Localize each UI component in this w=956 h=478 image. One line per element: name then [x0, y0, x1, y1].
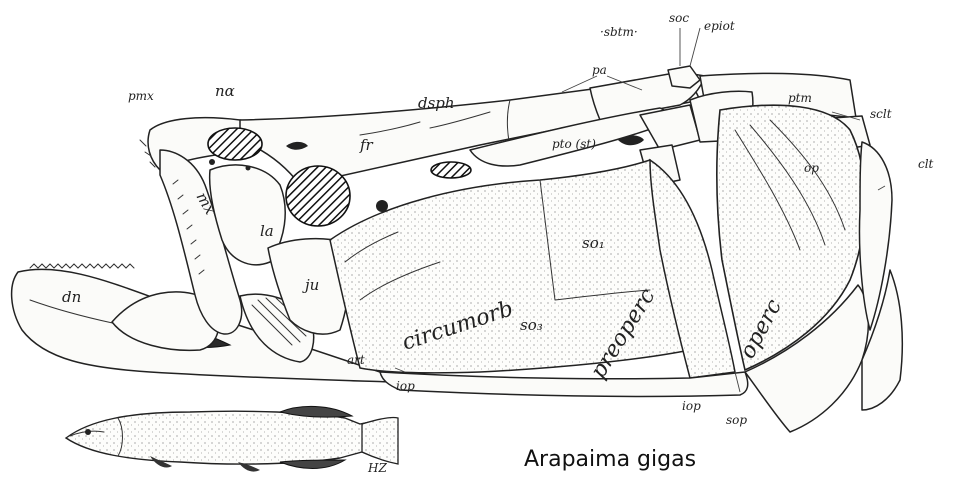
- artist-signature: HZ: [367, 461, 387, 475]
- label-pmx: pmx: [128, 89, 154, 103]
- label-so1: so₁: [582, 234, 605, 252]
- label-iop: iop: [682, 399, 701, 413]
- small-pit-2: [246, 166, 251, 171]
- fish-silhouette: [66, 406, 398, 471]
- label-dsph: dsph: [418, 94, 455, 112]
- label-sclt: sclt: [870, 107, 892, 121]
- label-iop-lower: iop: [396, 379, 415, 393]
- label-sbtm: ·sbtm·: [600, 25, 638, 39]
- circumorbital-plate: [330, 160, 690, 373]
- label-epiot: epiot: [704, 19, 735, 33]
- label-soc: soc: [669, 11, 689, 25]
- sphenotic-opening: [431, 162, 471, 178]
- fish-tail: [362, 417, 398, 464]
- label-so3: so₃: [520, 316, 543, 334]
- skull-drawing: [12, 66, 903, 432]
- label-pa: pa: [592, 63, 607, 77]
- figure-caption: Arapaima gigas: [524, 447, 696, 472]
- label-fr: fr: [359, 136, 374, 154]
- fish-anal-fin: [280, 460, 345, 469]
- fish-eye: [85, 429, 91, 435]
- label-dn: dn: [62, 288, 81, 306]
- orbit-opening: [286, 166, 350, 226]
- dentary-teeth: [30, 264, 134, 268]
- label-pto: pto (st): [552, 137, 596, 151]
- fish-body: [66, 411, 396, 464]
- small-foramen: [376, 200, 388, 212]
- label-clt: clt: [918, 157, 934, 171]
- nasal-opening: [208, 128, 262, 160]
- label-art: art: [347, 353, 365, 367]
- label-op-small: op: [804, 161, 819, 175]
- supraoccipital: [668, 66, 700, 88]
- label-ju: ju: [302, 276, 319, 294]
- label-na: nα: [215, 82, 235, 100]
- label-ptm: ptm: [788, 91, 812, 105]
- small-pit-1: [209, 159, 215, 165]
- label-la: la: [260, 222, 274, 240]
- label-sop: sop: [726, 413, 747, 427]
